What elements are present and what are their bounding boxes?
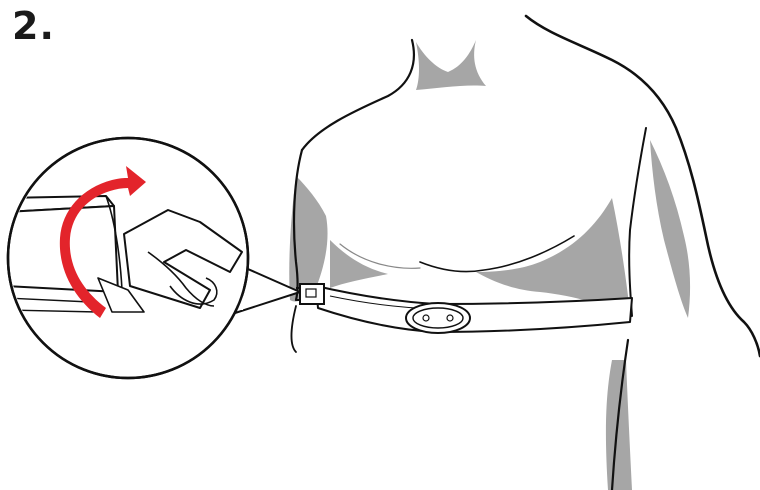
pectoral-line — [419, 235, 575, 273]
zoom-callout — [6, 136, 301, 380]
left-side-line — [292, 148, 304, 302]
zoom-pointer — [231, 261, 301, 315]
curved-rotation-arrow-icon — [59, 166, 146, 318]
inner-arm-line — [628, 127, 647, 317]
zoom-buckle-slot — [147, 251, 215, 307]
left-pec-line — [339, 243, 421, 269]
transmitter — [405, 302, 471, 334]
abdomen-shadow — [605, 360, 632, 490]
neck-shadow — [416, 40, 486, 90]
torso — [289, 14, 760, 490]
zoom-buckle-edge — [97, 277, 145, 313]
strap-buckle — [296, 283, 325, 305]
lower-torso-right-line — [610, 338, 630, 490]
chest-strap — [296, 283, 633, 334]
zoom-buckle-loop — [169, 277, 218, 305]
zoom-buckle-hook — [123, 209, 243, 309]
arm-shadow — [650, 140, 691, 318]
left-armpit-shadow — [289, 176, 328, 302]
strap-band — [315, 285, 633, 333]
transmitter-electrode-left — [422, 314, 430, 322]
zoom-strap-fold — [105, 195, 123, 291]
shoulder-right-line — [524, 14, 760, 358]
chest-shadow-right — [476, 198, 630, 322]
neck-left-line — [300, 38, 416, 152]
chest-shadow-left — [330, 240, 388, 288]
transmitter-electrode-right — [446, 314, 454, 322]
left-underarm-line — [290, 305, 297, 353]
step-number: 2. — [12, 4, 55, 48]
